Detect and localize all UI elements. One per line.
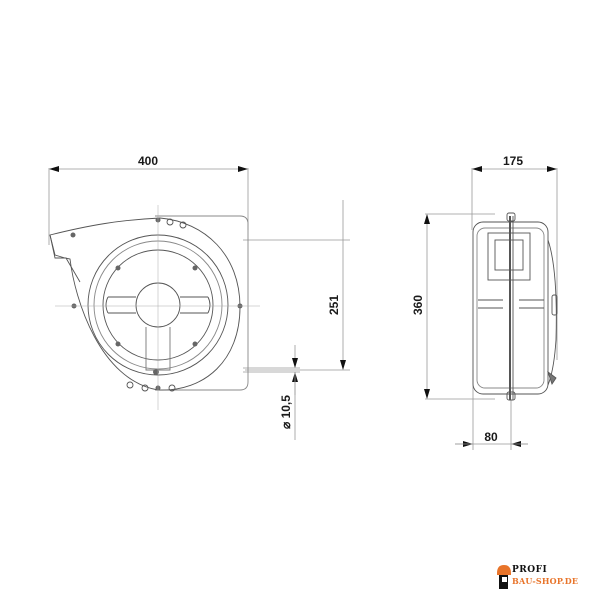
logo-text-domain: BAU-SHOP.DE [512,576,579,586]
profi-bau-shop-logo: PROFI BAU-SHOP.DE [496,563,596,593]
label-height-251: 251 [327,295,341,315]
dimension-hole-diameter [243,345,300,440]
label-width-400: 400 [138,154,158,168]
label-width-175: 175 [503,154,523,168]
label-hole-diameter: ⌀ 10,5 [279,395,293,429]
dimension-360 [424,213,495,400]
label-height-360: 360 [411,295,425,315]
dimension-175 [471,166,558,360]
dimension-400 [48,166,249,245]
helmet-icon [497,565,511,589]
label-offset-80: 80 [484,430,498,444]
hose-reel-side-view [472,212,558,401]
hose-reel-front-view [49,205,260,410]
logo-text-profi: PROFI [512,565,548,575]
dimension-251 [243,200,350,371]
